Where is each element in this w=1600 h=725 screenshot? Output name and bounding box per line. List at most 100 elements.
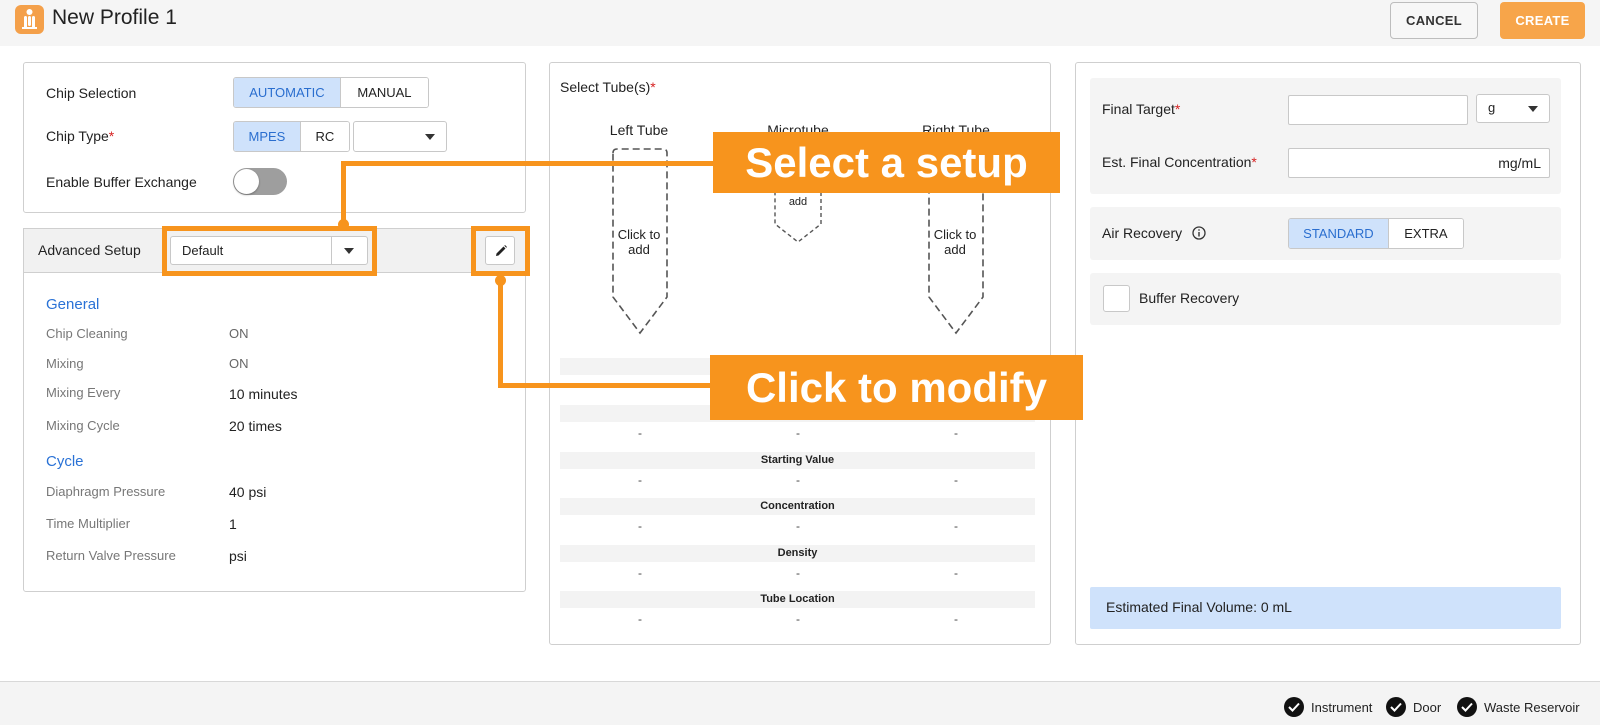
cycle-section-title: Cycle: [46, 453, 84, 470]
chip-selection-automatic[interactable]: AUTOMATIC: [234, 78, 341, 107]
info-icon[interactable]: [1192, 226, 1206, 240]
annotation-dot: [495, 275, 506, 286]
page-title: New Profile 1: [52, 6, 177, 29]
buffer-exchange-label: Enable Buffer Exchange: [46, 174, 197, 190]
status-waste-label: Waste Reservoir: [1484, 699, 1580, 715]
mixing-every-value: 10 minutes: [229, 386, 298, 402]
chip-cleaning-value: ON: [229, 326, 249, 341]
chevron-down-icon: [425, 134, 435, 140]
air-recovery-label: Air Recovery: [1102, 225, 1183, 241]
est-final-concentration-input[interactable]: mg/mL: [1288, 148, 1550, 178]
chip-type-label: Chip Type*: [46, 128, 114, 144]
diaphragm-pressure-value: 40 psi: [229, 484, 267, 500]
add-text: add: [944, 242, 966, 257]
final-target-label-text: Final Target: [1102, 101, 1175, 117]
annotation-dot: [338, 219, 349, 230]
final-target-input[interactable]: [1288, 95, 1468, 125]
check-circle-icon: [1386, 697, 1406, 717]
annotation-connector: [341, 161, 713, 166]
status-waste-reservoir: Waste Reservoir: [1457, 697, 1580, 717]
setup-select-value: Default: [182, 243, 224, 258]
select-tubes-title-text: Select Tube(s): [560, 79, 651, 95]
unit-select-value: g: [1488, 100, 1496, 115]
right-tube-value: -: [954, 426, 958, 440]
status-footer: Instrument Door Waste Reservoir: [0, 681, 1600, 725]
buffer-recovery-checkbox[interactable]: [1103, 285, 1130, 312]
left-tube-value: -: [638, 519, 642, 533]
advanced-setup-panel: [23, 228, 526, 592]
mixing-every-label: Mixing Every: [46, 385, 121, 400]
buffer-recovery-label: Buffer Recovery: [1139, 290, 1240, 306]
chip-cleaning-label: Chip Cleaning: [46, 326, 128, 341]
chip-type-rc[interactable]: RC: [300, 122, 349, 151]
microtube-value: -: [796, 426, 800, 440]
diaphragm-pressure-label: Diaphragm Pressure: [46, 484, 166, 499]
top-bar: New Profile 1 CANCEL CREATE: [0, 0, 1600, 46]
required-asterisk: *: [650, 79, 656, 95]
air-recovery-extra[interactable]: EXTRA: [1388, 219, 1463, 248]
add-text: add: [628, 242, 650, 257]
check-circle-icon: [1284, 697, 1304, 717]
mixing-value: ON: [229, 356, 249, 371]
right-tube-value: -: [954, 566, 958, 580]
right-tube-value: -: [954, 519, 958, 533]
advanced-setup-label: Advanced Setup: [38, 242, 141, 258]
starting-value-header: Starting Value: [560, 452, 1035, 469]
left-tube-value: -: [638, 612, 642, 626]
microtube-add-text[interactable]: add: [788, 196, 808, 208]
air-recovery-standard[interactable]: STANDARD: [1289, 219, 1389, 248]
status-door: Door: [1386, 697, 1441, 717]
required-asterisk: *: [1174, 101, 1181, 117]
check-circle-icon: [1457, 697, 1477, 717]
edit-setup-button[interactable]: [485, 236, 515, 265]
buffer-recovery-group: [1090, 273, 1561, 325]
microtube-value: -: [796, 612, 800, 626]
time-multiplier-label: Time Multiplier: [46, 516, 131, 531]
return-valve-pressure-label: Return Valve Pressure: [46, 548, 176, 563]
click-to-text: Click to: [617, 227, 661, 242]
microtube-value: -: [796, 519, 800, 533]
annotation-setup-highlight: [162, 226, 377, 276]
tube-location-header: Tube Location: [560, 591, 1035, 608]
mixing-cycle-label: Mixing Cycle: [46, 418, 120, 433]
left-tube-value: -: [638, 566, 642, 580]
time-multiplier-value: 1: [229, 516, 237, 532]
left-tube-label: Left Tube: [609, 122, 669, 138]
microtube-value: -: [796, 566, 800, 580]
select-tubes-title: Select Tube(s)*: [560, 79, 656, 95]
chip-selection-manual[interactable]: MANUAL: [340, 78, 428, 107]
status-door-label: Door: [1413, 699, 1442, 715]
final-target-label: Final Target*: [1102, 101, 1180, 117]
chip-selection-toggle: AUTOMATIC MANUAL: [233, 77, 429, 108]
annotation-connector: [498, 276, 503, 388]
left-tube-value: -: [638, 473, 642, 487]
left-tube-slot[interactable]: [609, 147, 671, 337]
create-button[interactable]: CREATE: [1500, 2, 1585, 39]
chip-type-mpes[interactable]: MPES: [234, 122, 301, 151]
concentration-header: Concentration: [560, 498, 1035, 515]
annotation-select-setup: Select a setup: [713, 132, 1060, 193]
return-valve-pressure-value: psi: [229, 548, 247, 564]
cancel-button[interactable]: CANCEL: [1390, 2, 1478, 39]
air-recovery-toggle: STANDARD EXTRA: [1288, 218, 1464, 249]
estimated-final-volume-banner: Estimated Final Volume: 0 mL: [1090, 587, 1561, 629]
status-instrument: Instrument: [1284, 697, 1372, 717]
concentration-unit: mg/mL: [1498, 155, 1541, 171]
density-header: Density: [560, 545, 1035, 562]
required-asterisk: *: [1251, 154, 1257, 170]
left-tube-value: -: [638, 426, 642, 440]
chip-type-toggle: MPES RC: [233, 121, 350, 152]
unit-select[interactable]: g: [1476, 94, 1550, 123]
click-to-text: Click to: [933, 227, 977, 242]
status-instrument-label: Instrument: [1311, 699, 1373, 715]
buffer-exchange-switch[interactable]: [233, 168, 287, 195]
switch-knob: [234, 169, 259, 194]
right-tube-value: -: [954, 612, 958, 626]
setup-select[interactable]: Default: [170, 236, 368, 265]
chip-type-dropdown[interactable]: [353, 121, 447, 152]
mixing-label: Mixing: [46, 356, 84, 371]
right-tube-value: -: [954, 473, 958, 487]
annotation-connector: [498, 383, 710, 388]
